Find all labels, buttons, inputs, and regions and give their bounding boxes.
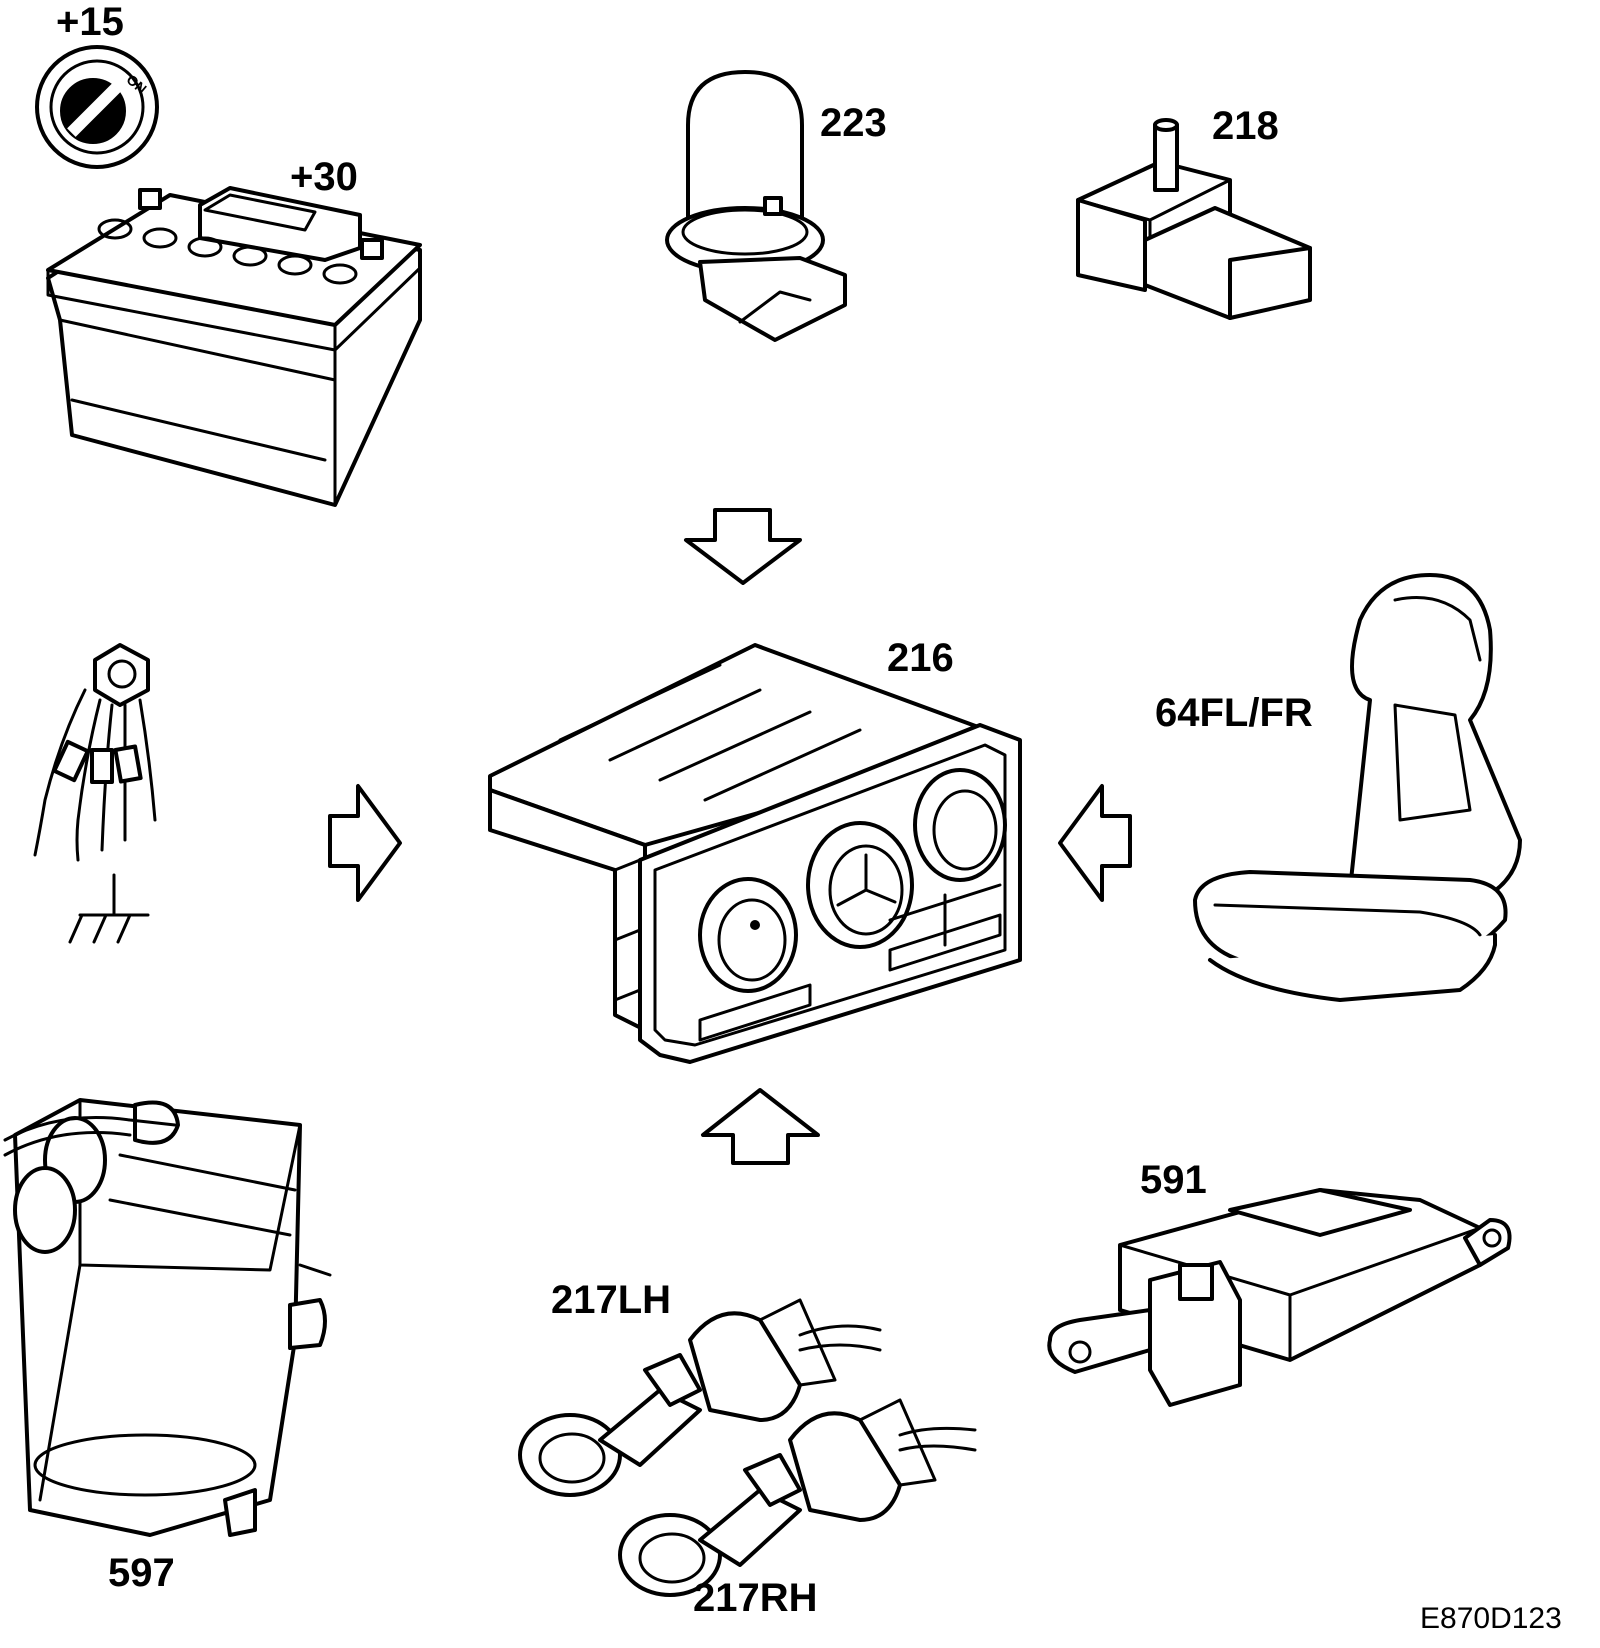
ignition-switch-icon: ON (35, 45, 159, 169)
label-battery: +30 (290, 155, 358, 199)
sensor-217rh-icon (618, 1398, 977, 1597)
hollow-arrow-icon (701, 1088, 820, 1165)
ground-symbol-icon (68, 873, 150, 944)
document-id: E870D123 (1420, 1602, 1562, 1635)
label-217lh: 217LH (551, 1278, 672, 1322)
sensor-217lh-icon (518, 1298, 882, 1497)
module-591-icon (1047, 1188, 1512, 1407)
label-64fl-fr: 64FL/FR (1155, 691, 1313, 735)
seat-icon (1193, 573, 1522, 1002)
label-591: 591 (1140, 1158, 1207, 1202)
battery-icon (46, 186, 422, 507)
heater-597-icon (3, 1098, 332, 1537)
hollow-arrow-icon (328, 784, 402, 902)
label-217rh: 217RH (693, 1576, 818, 1620)
label-223: 223 (820, 101, 887, 145)
hollow-arrow-icon (684, 508, 802, 585)
control-module-216-icon (488, 643, 1022, 1064)
sensor-223-icon (665, 70, 847, 342)
label-597: 597 (108, 1551, 175, 1595)
label-216: 216 (887, 636, 954, 680)
hollow-arrow-icon (1058, 784, 1132, 902)
label-218: 218 (1212, 104, 1279, 148)
label-ignition: +15 (56, 0, 124, 44)
sensor-218-icon (1076, 118, 1312, 320)
ground-point-icon (33, 643, 157, 862)
